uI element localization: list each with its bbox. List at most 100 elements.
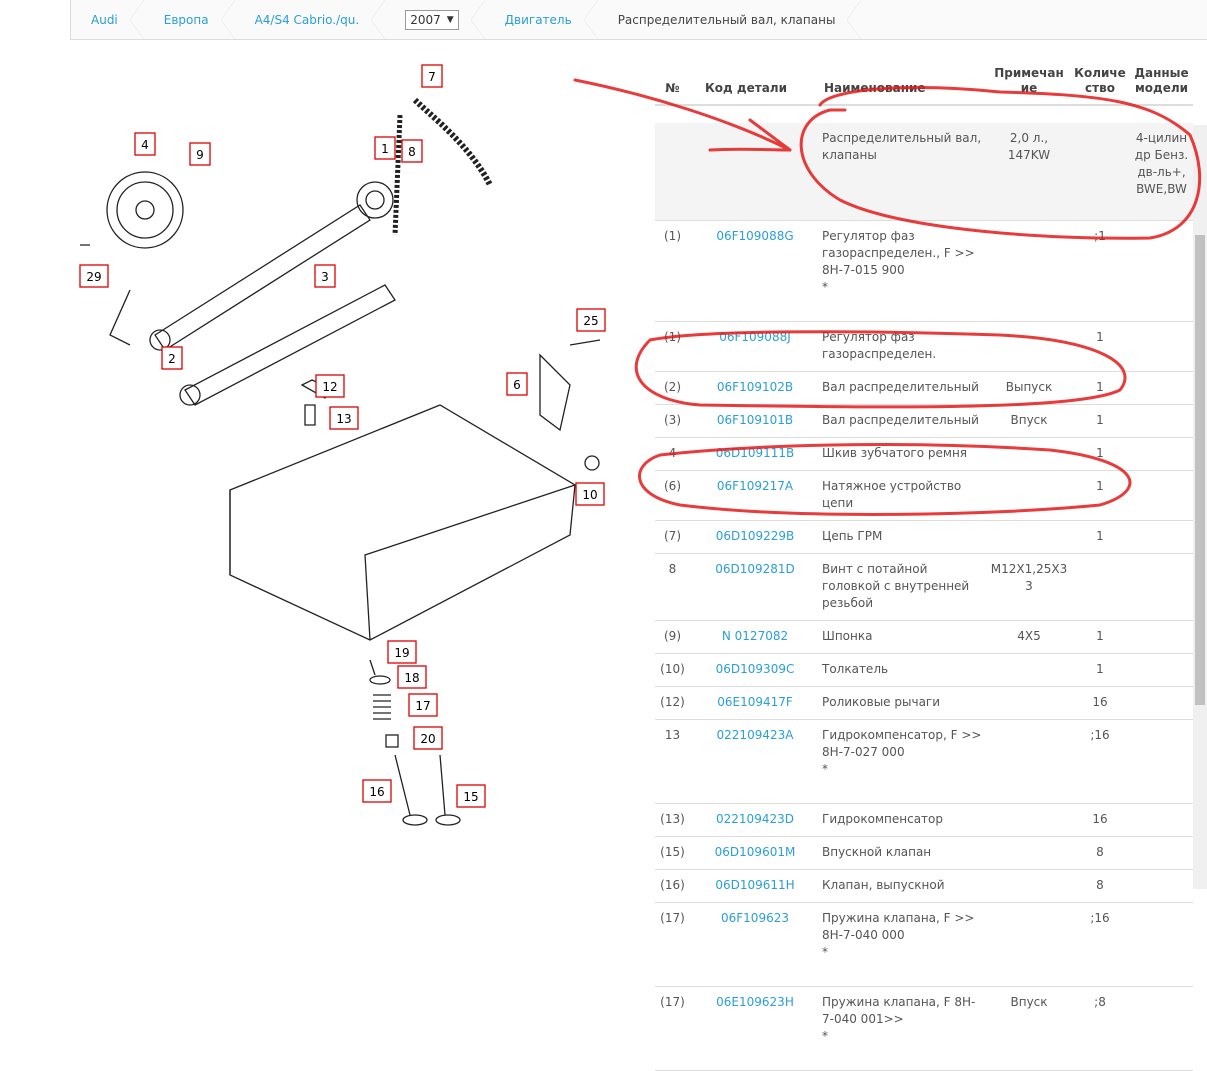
row-num: (12) xyxy=(655,686,690,720)
row-name: Роликовые рычаги xyxy=(822,694,941,709)
row-qty: 1 xyxy=(1070,470,1130,521)
row-note xyxy=(988,520,1070,554)
table-row: (1) 06F109088J Регулятор фаз газораспред… xyxy=(655,321,1193,372)
row-name: Регулятор фаз газораспределен. xyxy=(822,329,937,361)
table-row: 13 022109423A Гидрокомпенсатор, F >> 8H-… xyxy=(655,719,1193,804)
row-name: Впускной клапан xyxy=(822,844,932,859)
chevron-down-icon: ▼ xyxy=(446,14,454,25)
row-num: (10) xyxy=(655,653,690,687)
scrollbar[interactable] xyxy=(1193,125,1207,889)
row-star: * xyxy=(822,279,828,294)
row-num: (9) xyxy=(655,620,690,654)
row-note xyxy=(988,686,1070,720)
part-code-link[interactable]: 06D109309C xyxy=(715,661,795,676)
row-name: Гидрокомпенсатор xyxy=(822,811,943,826)
row-note xyxy=(988,803,1070,837)
row-num: 4 xyxy=(655,437,690,471)
row-num: 13 xyxy=(655,719,690,804)
scrollbar-thumb[interactable] xyxy=(1195,235,1205,705)
row-name: Пружина клапана, F 8H-7-040 001>> xyxy=(822,994,976,1026)
year-select[interactable]: 2007 ▼ xyxy=(405,9,459,30)
breadcrumb-current: Распределительный вал, клапаны xyxy=(598,0,862,39)
callout-12: 12 xyxy=(322,380,337,394)
part-code-link[interactable]: N 0127082 xyxy=(721,628,789,643)
row-name: Вал распределительный xyxy=(822,412,979,427)
callout-6: 6 xyxy=(513,378,521,392)
row-num: (3) xyxy=(655,404,690,438)
part-code-link[interactable]: 06F109623 xyxy=(721,910,789,925)
row-qty: 1 xyxy=(1070,437,1130,471)
table-row: (9) N 0127082 Шпонка 4X5 1 xyxy=(655,620,1193,654)
row-qty: 1 xyxy=(1070,321,1130,372)
part-code-link[interactable]: 06D109281D xyxy=(715,561,795,576)
callout-9: 9 xyxy=(196,148,204,162)
table-row: (17) 06F109623 Пружина клапана, F >> 8H-… xyxy=(655,902,1193,987)
callout-15: 15 xyxy=(463,790,478,804)
table-row: (12) 06E109417F Роликовые рычаги 16 xyxy=(655,686,1193,720)
row-star: * xyxy=(822,1028,828,1043)
row-name: Шпонка xyxy=(822,628,873,643)
row-name: Клапан, выпускной xyxy=(822,877,945,892)
callout-18: 18 xyxy=(404,671,419,685)
row-note: Выпуск xyxy=(988,371,1070,405)
breadcrumb-audi[interactable]: Audi xyxy=(71,0,144,39)
table-row: (7) 06D109229B Цепь ГРМ 1 xyxy=(655,520,1193,554)
callout-3: 3 xyxy=(321,270,329,284)
part-code-link[interactable]: 06F109088J xyxy=(719,329,791,344)
breadcrumb-section[interactable]: Двигатель xyxy=(485,0,598,39)
row-note xyxy=(988,470,1070,521)
row-name: Цепь ГРМ xyxy=(822,528,883,543)
part-code-link[interactable]: 06E109417F xyxy=(717,694,793,709)
part-code-link[interactable]: 06F109088G xyxy=(716,228,794,243)
callout-16: 16 xyxy=(369,785,384,799)
table-row: (15) 06D109601M Впускной клапан 8 xyxy=(655,836,1193,870)
table-row: (6) 06F109217A Натяжное устройство цепи … xyxy=(655,470,1193,521)
parts-diagram[interactable]: 7 4 9 1 8 29 3 2 25 12 6 13 10 19 18 17 … xyxy=(70,55,630,835)
part-code-link[interactable]: 06D109601M xyxy=(714,844,796,859)
row-note xyxy=(988,220,1070,322)
part-code-link[interactable]: 06E109623H xyxy=(716,994,794,1009)
part-code-link[interactable]: 06F109102B xyxy=(716,379,794,394)
row-note: M12X1,25X33 xyxy=(988,553,1070,621)
part-code-link[interactable]: 06F109101B xyxy=(716,412,794,427)
row-qty: 16 xyxy=(1070,803,1130,837)
row-qty: 1 xyxy=(1070,404,1130,438)
part-code-link[interactable]: 06D109111B xyxy=(715,445,795,460)
part-code-link[interactable]: 022109423D xyxy=(716,811,794,826)
table-row: (3) 06F109101B Вал распределительный Впу… xyxy=(655,404,1193,438)
group-row: Распределительный вал, клапаны 2,0 л., 1… xyxy=(655,123,1193,221)
part-code-link[interactable]: 022109423A xyxy=(716,727,794,742)
row-num: (13) xyxy=(655,803,690,837)
row-note: Впуск xyxy=(988,986,1070,1071)
row-note xyxy=(988,836,1070,870)
callout-2: 2 xyxy=(168,352,176,366)
part-code-link[interactable]: 06D109611H xyxy=(715,877,795,892)
callout-7: 7 xyxy=(428,70,436,84)
row-name: Регулятор фаз газораспределен., F >> 8H-… xyxy=(822,228,975,277)
table-row: 8 06D109281D Винт с потайной головкой с … xyxy=(655,553,1193,621)
row-num: (17) xyxy=(655,902,690,987)
callout-8: 8 xyxy=(408,145,416,159)
row-qty: ;16 xyxy=(1070,902,1130,987)
row-note xyxy=(988,321,1070,372)
row-note: Впуск xyxy=(988,404,1070,438)
table-row: (10) 06D109309C Толкатель 1 xyxy=(655,653,1193,687)
callout-13: 13 xyxy=(336,412,351,426)
row-name: Винт с потайной головкой с внутренней ре… xyxy=(822,561,970,610)
year-value: 2007 xyxy=(410,12,441,27)
callout-25: 25 xyxy=(583,314,598,328)
row-note xyxy=(988,902,1070,987)
row-qty: ;1 xyxy=(1070,220,1130,322)
row-name: Гидрокомпенсатор, F >> 8H-7-027 000 xyxy=(822,727,982,759)
row-num: (1) xyxy=(655,321,690,372)
part-code-link[interactable]: 06F109217A xyxy=(716,478,794,493)
row-star: * xyxy=(822,944,828,959)
row-qty: ;8 xyxy=(1070,986,1130,1071)
row-num: (1) xyxy=(655,220,690,322)
breadcrumb-model[interactable]: A4/S4 Cabrio./qu. xyxy=(235,0,386,39)
row-qty: 8 xyxy=(1070,869,1130,903)
row-num: (7) xyxy=(655,520,690,554)
breadcrumb-region[interactable]: Европа xyxy=(144,0,235,39)
row-num: (15) xyxy=(655,836,690,870)
part-code-link[interactable]: 06D109229B xyxy=(715,528,795,543)
